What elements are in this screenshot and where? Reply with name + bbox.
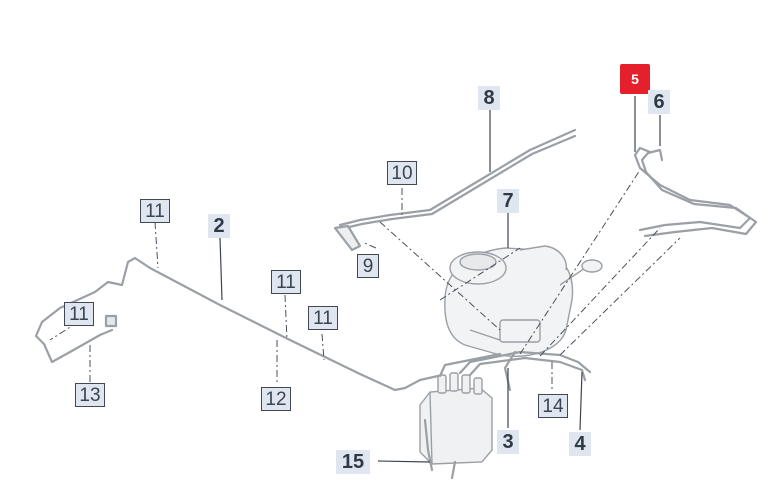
- label-15: 15: [336, 450, 370, 474]
- label-2: 2: [208, 214, 230, 238]
- label-6: 6: [648, 90, 670, 114]
- label-14: 14: [538, 394, 568, 418]
- label-8: 8: [478, 86, 500, 110]
- label-5-highlighted[interactable]: 5: [620, 64, 650, 94]
- label-11-a: 11: [140, 199, 170, 223]
- leader-lines-solid: [219, 96, 661, 463]
- label-3: 3: [497, 430, 519, 454]
- brake-booster: [444, 245, 603, 357]
- label-7: 7: [497, 189, 519, 213]
- abs-unit: [419, 372, 493, 465]
- leader-lines-dashed: [49, 169, 681, 392]
- label-13: 13: [75, 383, 105, 407]
- label-11-c: 11: [308, 306, 338, 330]
- label-4: 4: [569, 432, 591, 456]
- label-9: 9: [357, 254, 379, 278]
- label-11-b: 11: [271, 270, 301, 294]
- label-12: 12: [261, 387, 291, 411]
- label-11-d: 11: [64, 302, 94, 326]
- label-10: 10: [387, 161, 417, 185]
